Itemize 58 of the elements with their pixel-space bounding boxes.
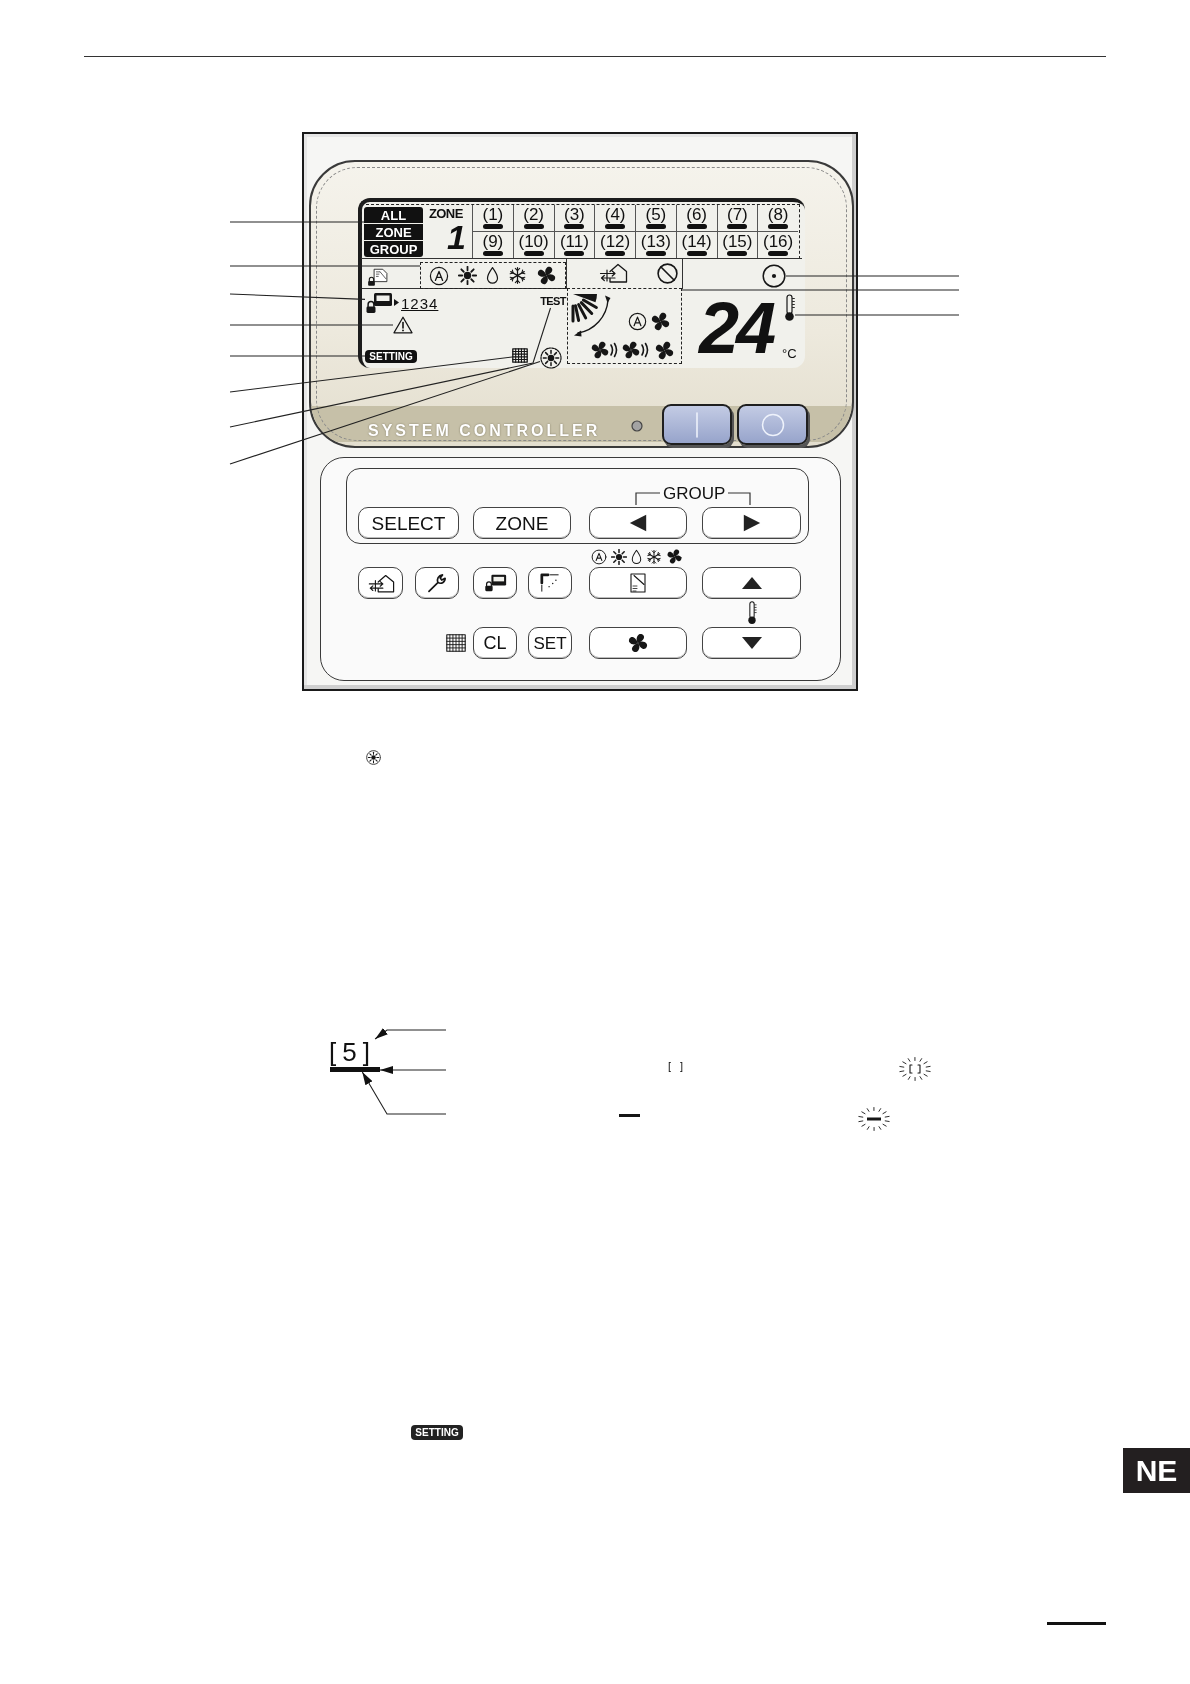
- mode-icon-panel: [420, 262, 566, 289]
- fan-louver-panel: [567, 288, 682, 364]
- set-button: SET: [528, 627, 572, 659]
- zone-number: (12): [600, 233, 631, 251]
- group-caption: GROUP: [663, 485, 726, 502]
- zone-number: (8): [767, 206, 789, 224]
- zone-number: (4): [604, 206, 626, 224]
- zone-number: (11): [559, 233, 589, 251]
- selector-option-text: GROUP: [364, 240, 423, 257]
- select-button: SELECT: [358, 507, 459, 539]
- zone-number: (1): [482, 206, 504, 224]
- circle-dot-icon: [762, 264, 786, 288]
- zone-number: (6): [686, 206, 707, 224]
- zone-number: (3): [564, 206, 585, 224]
- zone-digit: 1: [447, 222, 466, 253]
- grid-icon: [512, 348, 528, 363]
- leader-line: [681, 289, 960, 291]
- warning-icon: [393, 316, 413, 334]
- test-indicator: TEST: [540, 295, 566, 308]
- selector-option-text: ZONE: [364, 223, 423, 240]
- sun-circle-icon: [540, 347, 562, 369]
- bracketed-number: [5]: [329, 1039, 376, 1065]
- display-lock-icon: [365, 292, 393, 314]
- leader-line: [229, 355, 366, 357]
- zone-number: (15): [722, 233, 753, 251]
- zone-number: (16): [763, 233, 794, 251]
- zone-number: (2): [523, 206, 544, 224]
- bracket-text: [ ]: [668, 1061, 687, 1072]
- address-number: 1234: [401, 296, 439, 311]
- setting-tag: SETTING: [411, 1425, 463, 1440]
- leader-line: [229, 221, 365, 223]
- setting-indicator: SETTING: [365, 350, 417, 363]
- arrow: [374, 1027, 447, 1040]
- selector-tag-stack: [364, 207, 423, 257]
- leader-line: [794, 314, 960, 316]
- zone-number: (13): [640, 233, 671, 251]
- leader-line: [229, 361, 541, 465]
- zone-number: (10): [518, 233, 549, 251]
- underline-bar: [330, 1067, 380, 1072]
- leader-line: [229, 265, 421, 267]
- leader-line: [229, 307, 552, 428]
- leader-line: [785, 275, 960, 277]
- device-name-text: SYSTEM CONTROLLER: [368, 423, 601, 439]
- thermometer-icon: [784, 294, 795, 322]
- arrow: [361, 1071, 447, 1115]
- leader-line: [229, 324, 394, 326]
- zone-button: ZONE: [473, 507, 571, 539]
- language-tab: NE: [1123, 1448, 1190, 1493]
- zone-number: (7): [727, 206, 748, 224]
- arrow: [379, 1066, 447, 1074]
- zone-number: (14): [681, 233, 712, 251]
- temperature-digits: 24: [699, 298, 775, 360]
- clear-button: CL: [473, 627, 517, 659]
- selector-option-text: ALL: [379, 207, 408, 223]
- zone-number: (5): [645, 206, 667, 224]
- leader-line: [229, 293, 366, 300]
- leader-line: [229, 356, 513, 393]
- degree-unit: °C: [782, 347, 797, 360]
